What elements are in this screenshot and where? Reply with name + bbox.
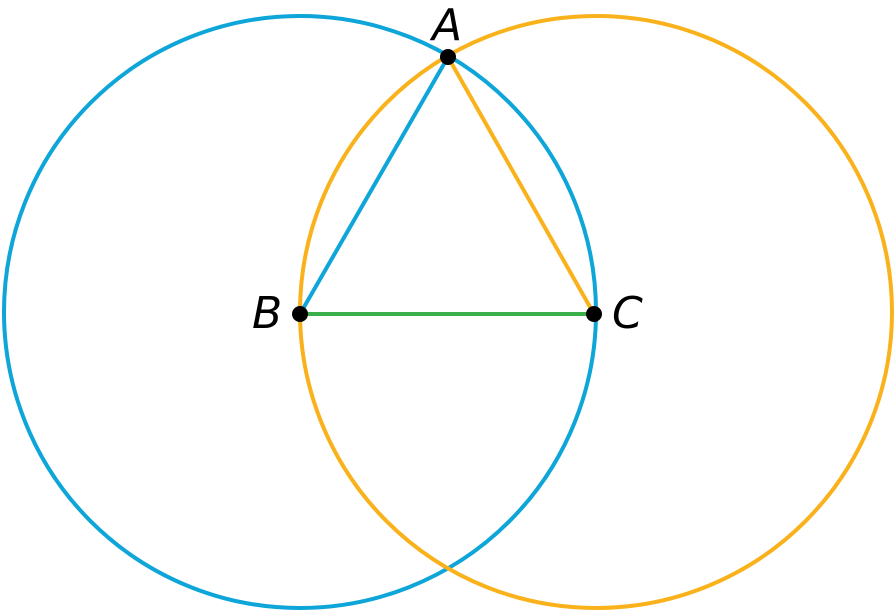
label-c: C [612, 288, 643, 339]
segment-ac [446, 56, 596, 315]
point-a [440, 49, 456, 65]
point-c [586, 306, 602, 322]
point-b [292, 306, 308, 322]
label-b: B [252, 288, 283, 339]
label-a: A [432, 0, 463, 51]
segment-ab [298, 56, 450, 315]
